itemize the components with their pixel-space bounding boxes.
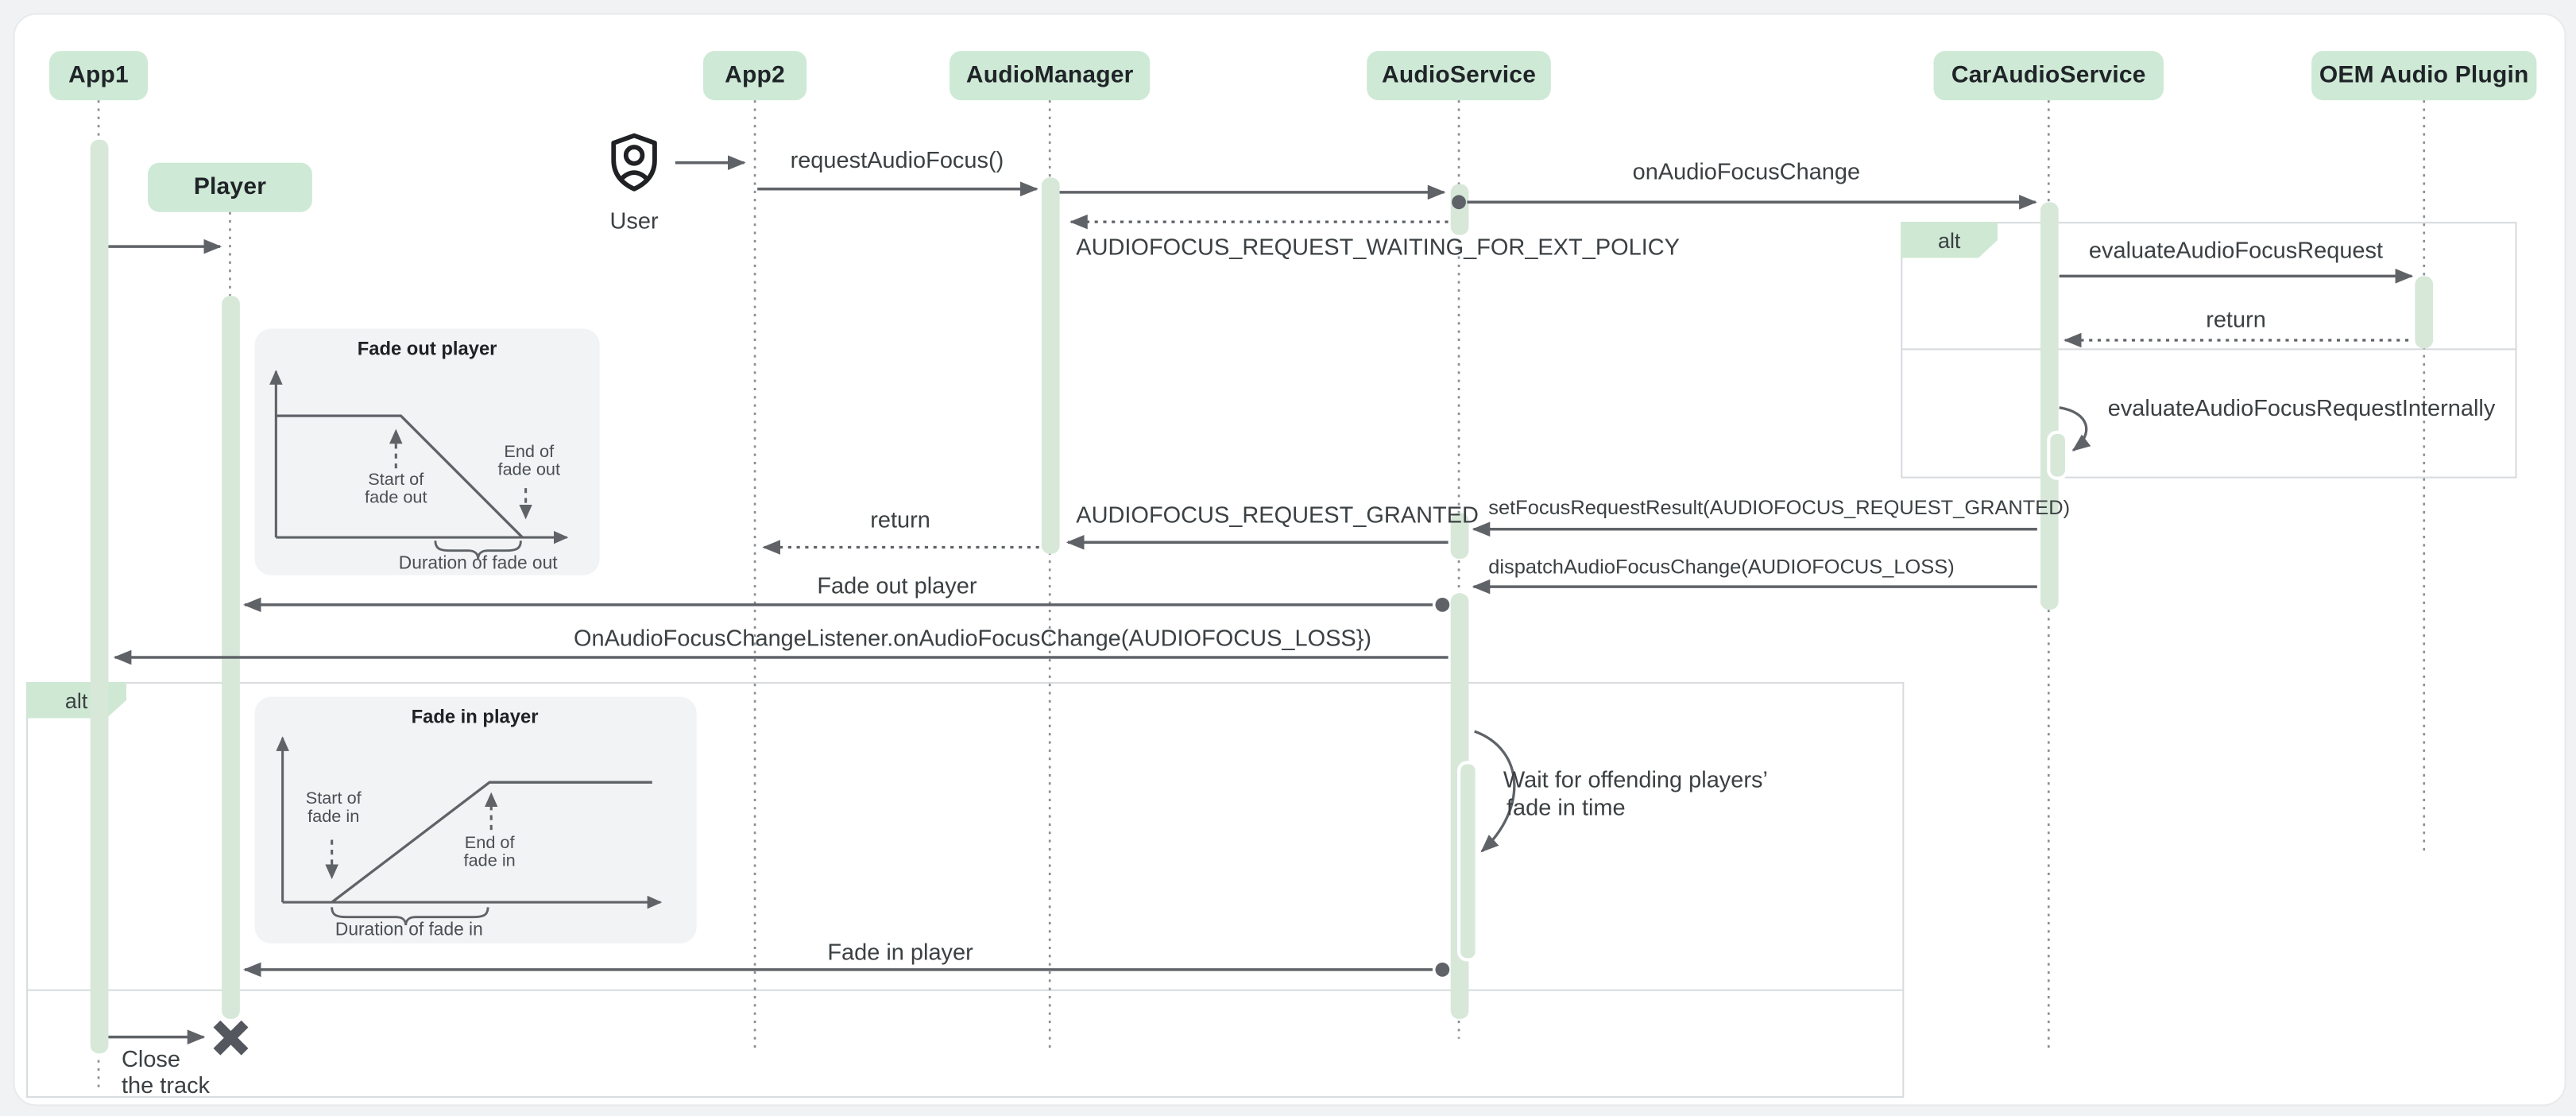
message-evaluate-audio-focus-request: evaluateAudioFocusRequest xyxy=(2088,236,2384,263)
participant-app2: App2 xyxy=(702,51,807,101)
message-close-line2: the track xyxy=(122,1071,211,1099)
alt-left-label: alt xyxy=(64,688,88,713)
fade-out-start-label-2: fade out xyxy=(365,488,427,508)
alt-right-tab: alt xyxy=(1901,222,1998,258)
message-set-focus-request-result: setFocusRequestResult(AUDIOFOCUS_REQUEST… xyxy=(1488,496,2071,520)
fade-in-curve xyxy=(331,781,652,904)
alt-right-divider xyxy=(1902,348,2516,351)
fade-in-chart xyxy=(276,736,663,926)
activation-player xyxy=(221,296,239,1019)
user-icon xyxy=(611,133,657,192)
alt-left-tab: alt xyxy=(26,682,127,719)
fade-out-end-label-1: End of xyxy=(504,442,555,462)
message-evaluate-internally: evaluateAudioFocusRequestInternally xyxy=(2107,394,2496,421)
fade-out-curve xyxy=(276,414,524,539)
fade-in-start-label-1: Start of xyxy=(305,789,362,809)
message-wait-note-line1: Wait for offending players’ xyxy=(1503,765,1768,792)
fade-in-inset: Fade in player Start of fade in End of f… xyxy=(254,696,697,944)
participant-app2-label: App2 xyxy=(725,62,785,89)
message-request-granted: AUDIOFOCUS_REQUEST_GRANTED xyxy=(1076,501,1479,528)
message-on-focus-change-listener: OnAudioFocusChangeListener.onAudioFocusC… xyxy=(574,624,1372,651)
alt-left-divider xyxy=(28,989,1903,991)
user-actor: User xyxy=(606,131,662,234)
participant-oem-audio-plugin-label: OEM Audio Plugin xyxy=(2319,62,2529,89)
message-fade-in-player: Fade in player xyxy=(827,938,973,965)
activation-caraudioservice-self xyxy=(2047,430,2069,480)
participant-audioservice: AudioService xyxy=(1367,51,1551,101)
participant-oem-audio-plugin: OEM Audio Plugin xyxy=(2311,51,2537,101)
participant-caraudioservice: CarAudioService xyxy=(1933,51,2164,101)
alt-fragment-left xyxy=(26,682,1905,1099)
message-wait-note-line2: fade in time xyxy=(1506,793,1626,820)
fade-out-end-label-2: fade out xyxy=(497,459,561,480)
message-close-line1: Close xyxy=(122,1044,181,1072)
fade-in-duration-label: Duration of fade in xyxy=(335,920,483,940)
participant-app1: App1 xyxy=(49,51,149,101)
participant-audioservice-label: AudioService xyxy=(1381,62,1537,89)
fade-out-duration-brace xyxy=(434,541,522,560)
fade-in-end-label-2: fade in xyxy=(463,851,516,871)
close-icon xyxy=(213,1020,249,1056)
message-request-audio-focus: requestAudioFocus() xyxy=(790,146,1004,173)
participant-app1-label: App1 xyxy=(68,62,129,89)
participant-audiomanager: AudioManager xyxy=(950,51,1151,101)
fade-out-duration-label: Duration of fade out xyxy=(398,553,558,574)
message-return-from-oem: return xyxy=(2206,305,2266,332)
fade-out-inset-title: Fade out player xyxy=(357,339,497,360)
alt-right-label: alt xyxy=(1937,227,1961,253)
activation-caraudioservice xyxy=(2039,202,2058,610)
alt-fragment-right xyxy=(1901,222,2517,479)
message-waiting-for-ext-policy: AUDIOFOCUS_REQUEST_WAITING_FOR_EXT_POLIC… xyxy=(1076,233,1681,260)
participant-audiomanager-label: AudioManager xyxy=(965,62,1134,89)
fade-in-start-label-2: fade in xyxy=(307,807,360,827)
activation-oem xyxy=(2415,276,2434,349)
fade-in-duration-brace xyxy=(331,907,489,926)
user-label: User xyxy=(609,207,659,234)
activation-audioservice-granted xyxy=(1449,513,1468,559)
message-return-to-app2: return xyxy=(870,506,930,533)
fade-out-chart xyxy=(269,370,569,560)
message-dispatch-audio-focus-change: dispatchAudioFocusChange(AUDIOFOCUS_LOSS… xyxy=(1488,555,1955,579)
activation-audiomanager xyxy=(1040,177,1059,554)
participant-player-label: Player xyxy=(193,174,267,201)
fade-out-inset: Fade out player Start of fade out End of… xyxy=(254,328,600,575)
activation-app1 xyxy=(89,139,108,1054)
fade-out-start-label-1: Start of xyxy=(368,470,424,490)
participant-caraudioservice-label: CarAudioService xyxy=(1951,62,2146,89)
message-on-audio-focus-change: onAudioFocusChange xyxy=(1632,157,1861,184)
fade-in-inset-title: Fade in player xyxy=(411,708,539,728)
activation-audioservice-wait xyxy=(1456,761,1479,962)
activation-audioservice-top xyxy=(1449,184,1468,235)
message-fade-out-player: Fade out player xyxy=(817,572,977,599)
fade-in-end-label-1: End of xyxy=(464,833,515,854)
participant-player: Player xyxy=(148,162,312,212)
